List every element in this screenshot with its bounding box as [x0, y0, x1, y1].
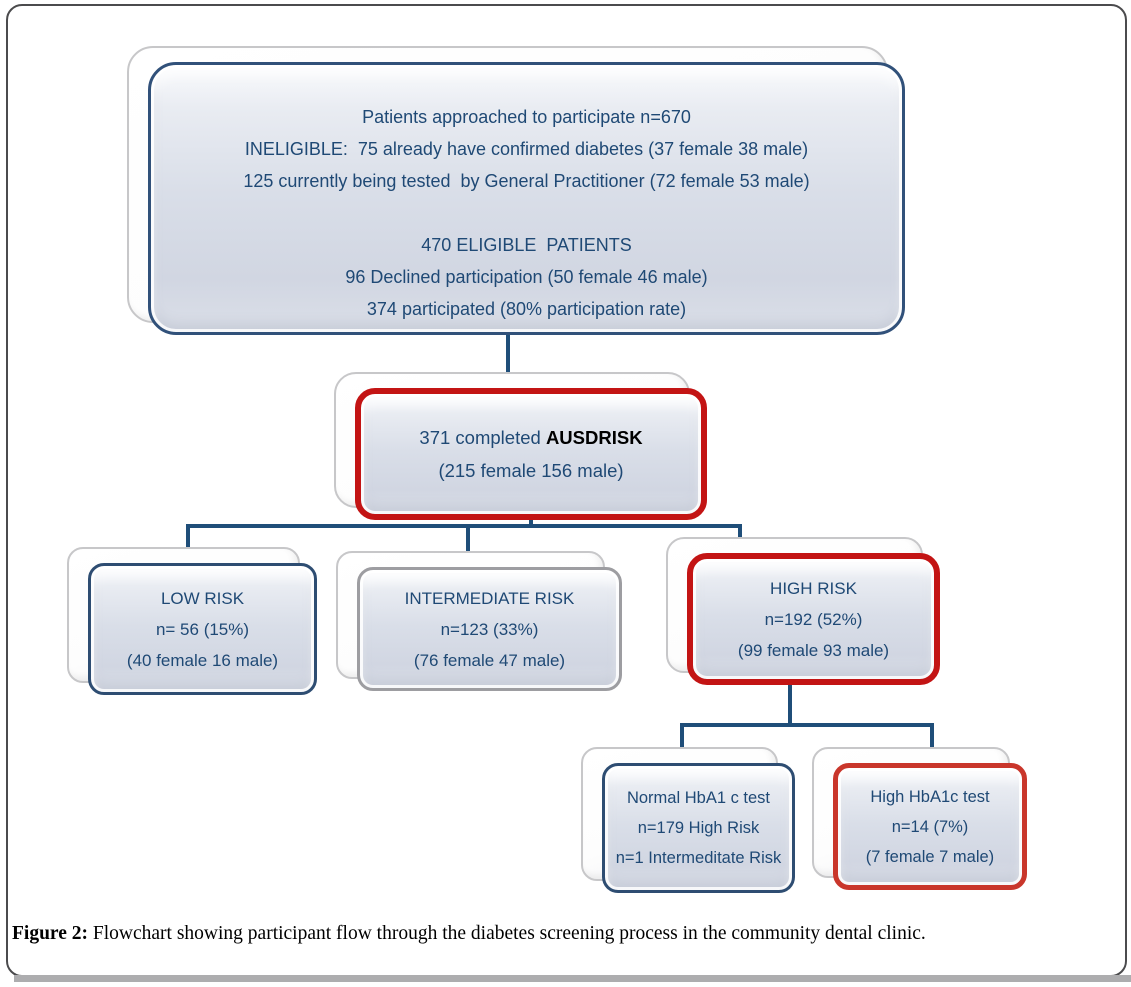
high-risk-line-2: n=192 (52%) — [764, 609, 863, 629]
approached-line-3: 125 currently being tested by General Pr… — [243, 171, 810, 191]
node-approached: Patients approached to participate n=670… — [148, 62, 905, 335]
low-risk-line-1: LOW RISK — [160, 588, 245, 608]
normal-hba1c-line-1: Normal HbA1 c test — [626, 789, 771, 807]
low-risk-line-3: (40 female 16 male) — [126, 650, 279, 670]
figure-caption-label: Figure 2: — [12, 923, 89, 944]
connector-drop-high-hba1c — [930, 723, 934, 757]
intermediate-risk-line-1: INTERMEDIATE RISK — [404, 588, 575, 608]
approached-line-2: INELIGIBLE: 75 already have confirmed di… — [244, 139, 809, 159]
node-ausdrisk: 371 completed AUSDRISK (215 female 156 m… — [355, 388, 707, 520]
normal-hba1c-line-3: n=1 Intermeditate Risk — [615, 849, 782, 867]
low-risk-line-2: n= 56 (15%) — [155, 619, 250, 639]
normal-hba1c-line-2: n=179 High Risk — [637, 819, 760, 837]
node-intermediate-risk-group: INTERMEDIATE RISK n=123 (33%) (76 female… — [336, 551, 622, 691]
ausdrisk-line-2: (215 female 156 male) — [438, 460, 624, 481]
high-hba1c-line-1: High HbA1c test — [870, 787, 990, 806]
approached-line-5: 96 Declined participation (50 female 46 … — [345, 267, 708, 287]
approached-line-4: 470 ELIGIBLE PATIENTS — [421, 235, 632, 255]
connector-drop-normal-hba1c — [680, 723, 684, 757]
connector-approached-to-ausdrisk — [506, 333, 510, 377]
node-normal-hba1c-group: Normal HbA1 c test n=179 High Risk n=1 I… — [581, 747, 795, 893]
intermediate-risk-line-2: n=123 (33%) — [440, 619, 539, 639]
node-intermediate-risk: INTERMEDIATE RISK n=123 (33%) (76 female… — [357, 567, 622, 691]
approached-line-spacer — [151, 197, 902, 229]
connector-drop-intermediate-risk — [466, 524, 470, 572]
node-high-risk-group: HIGH RISK n=192 (52%) (99 female 93 male… — [666, 537, 940, 685]
node-ausdrisk-group: 371 completed AUSDRISK (215 female 156 m… — [334, 372, 707, 520]
connector-highrisk-stub — [788, 681, 792, 727]
figure-frame-shadow — [14, 975, 1131, 982]
figure-caption: Figure 2: Flowchart showing participant … — [12, 923, 1112, 945]
ausdrisk-tool-name: AUSDRISK — [545, 427, 643, 448]
approached-line-6: 374 participated (80% participation rate… — [366, 299, 687, 319]
node-low-risk-group: LOW RISK n= 56 (15%) (40 female 16 male) — [67, 547, 317, 695]
node-normal-hba1c: Normal HbA1 c test n=179 High Risk n=1 I… — [602, 763, 795, 893]
connector-hba1c-rail — [680, 723, 934, 727]
node-high-hba1c: High HbA1c test n=14 (7%) (7 female 7 ma… — [833, 763, 1027, 890]
high-risk-line-1: HIGH RISK — [770, 578, 857, 598]
node-low-risk: LOW RISK n= 56 (15%) (40 female 16 male) — [88, 563, 317, 695]
ausdrisk-count: 371 completed — [419, 427, 546, 448]
approached-line-1: Patients approached to participate n=670 — [362, 107, 691, 127]
node-approached-group: Patients approached to participate n=670… — [127, 46, 905, 335]
ausdrisk-line-1: 371 completed AUSDRISK — [361, 421, 701, 454]
high-hba1c-line-2: n=14 (7%) — [891, 817, 969, 836]
node-high-risk: HIGH RISK n=192 (52%) (99 female 93 male… — [687, 553, 940, 685]
high-hba1c-line-3: (7 female 7 male) — [865, 847, 995, 866]
intermediate-risk-line-3: (76 female 47 male) — [413, 650, 566, 670]
connector-ausdrisk-stub — [529, 514, 533, 528]
node-high-hba1c-group: High HbA1c test n=14 (7%) (7 female 7 ma… — [812, 747, 1027, 890]
connector-risk-rail — [186, 524, 742, 528]
high-risk-line-3: (99 female 93 male) — [737, 640, 890, 660]
figure-caption-text: Flowchart showing participant flow throu… — [88, 923, 926, 944]
connector-drop-low-risk — [186, 524, 190, 568]
